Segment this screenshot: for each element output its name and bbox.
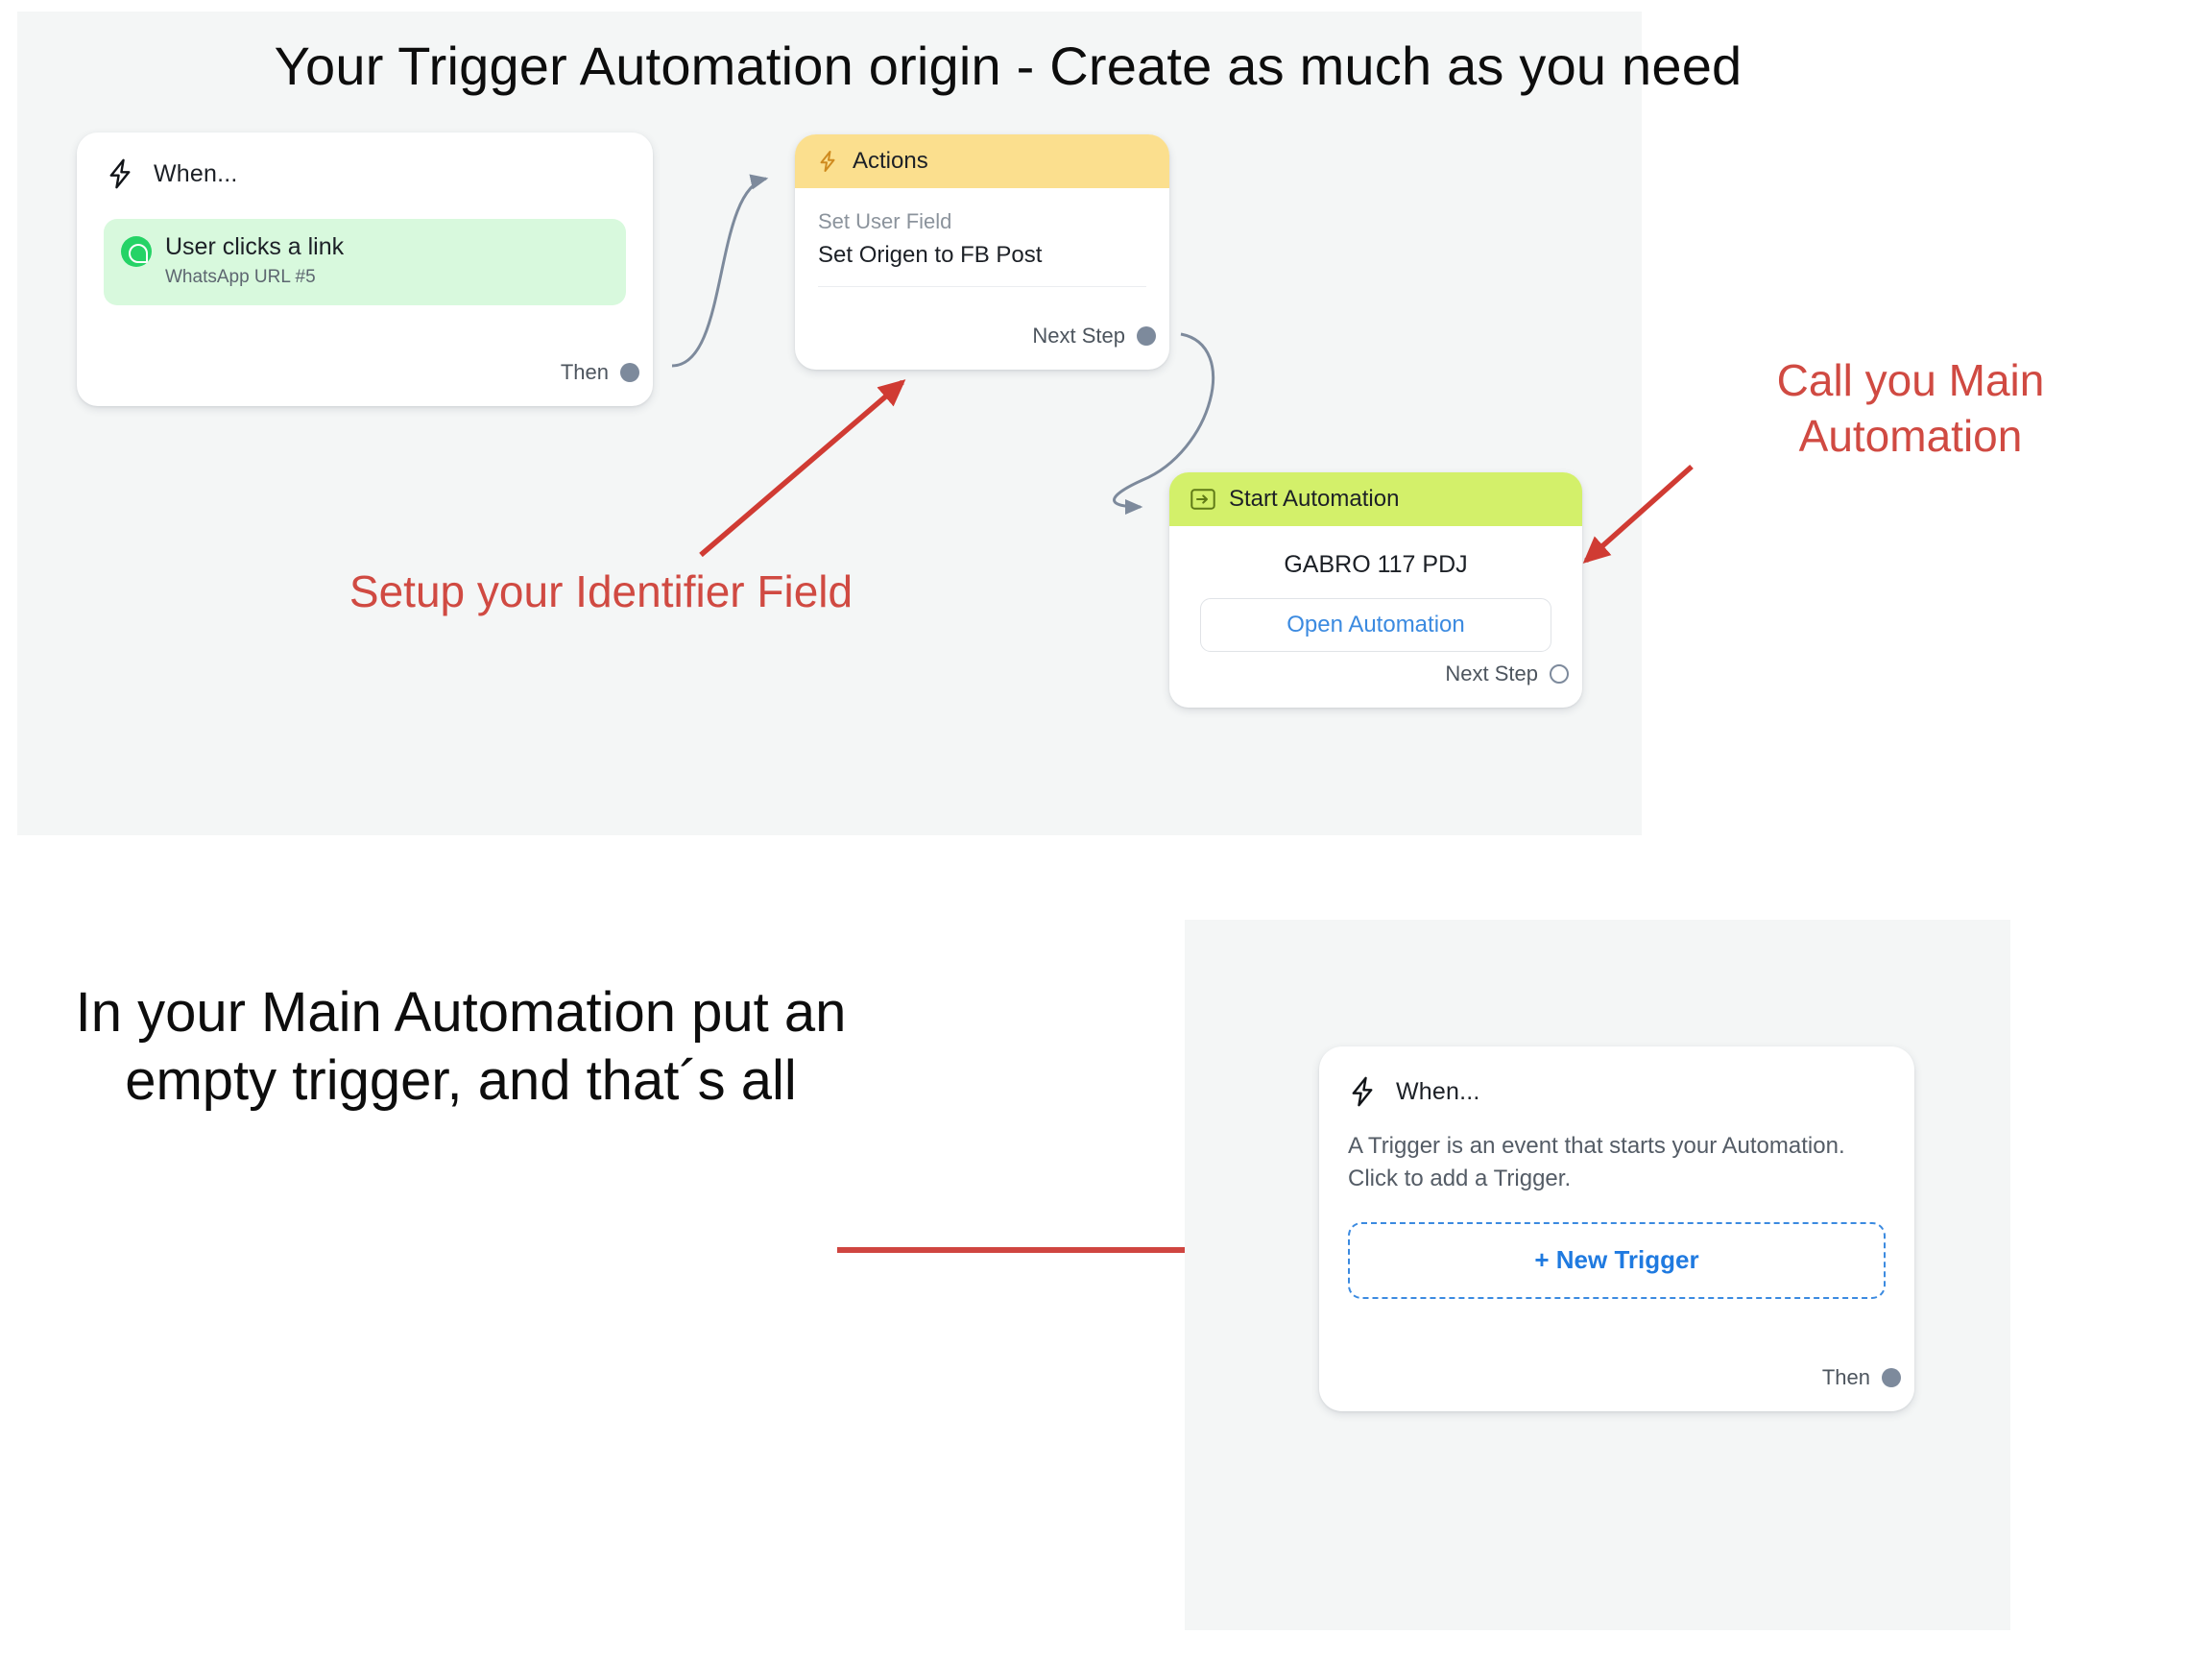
new-trigger-button[interactable]: + New Trigger	[1348, 1221, 1886, 1299]
card-header: When...	[1319, 1046, 1914, 1114]
then-port[interactable]: Then	[561, 360, 639, 385]
trigger-when-card[interactable]: When... User clicks a link WhatsApp URL …	[77, 132, 653, 406]
start-automation-title: Start Automation	[1229, 486, 1400, 512]
automation-name: GABRO 117 PDJ	[1284, 551, 1468, 578]
empty-trigger-when-card[interactable]: When... A Trigger is an event that start…	[1319, 1046, 1914, 1411]
trigger-chip[interactable]: User clicks a link WhatsApp URL #5	[104, 219, 626, 305]
annotation-call-main: Call you Main Automation	[1776, 355, 2045, 461]
trigger-chip-title: User clicks a link	[165, 233, 345, 260]
lightning-bolt-icon	[109, 158, 131, 189]
next-step-port-label: Next Step	[1445, 661, 1538, 685]
next-step-port[interactable]: Next Step	[1032, 324, 1156, 349]
lightning-bolt-icon	[820, 151, 835, 172]
annotation-identifier: Setup your Identifier Field	[349, 566, 854, 616]
open-automation-button[interactable]: Open Automation	[1200, 598, 1551, 652]
actions-card[interactable]: Actions Set User Field Set Origen to FB …	[795, 134, 1169, 370]
start-automation-header: Start Automation	[1169, 472, 1582, 526]
whatsapp-icon	[121, 236, 152, 267]
start-automation-card[interactable]: Start Automation GABRO 117 PDJ Open Auto…	[1169, 472, 1582, 708]
next-step-port-dot[interactable]	[1137, 326, 1156, 346]
next-step-port[interactable]: Next Step	[1445, 661, 1569, 686]
trigger-chip-subtitle: WhatsApp URL #5	[165, 267, 316, 287]
then-port[interactable]: Then	[1822, 1365, 1901, 1390]
when-card-title: When...	[1396, 1077, 1480, 1105]
trigger-description-line2: Click to add a Trigger.	[1348, 1166, 1572, 1192]
divider	[818, 286, 1146, 288]
actions-card-title: Actions	[853, 148, 928, 174]
then-port-dot[interactable]	[620, 363, 639, 382]
page-title: Your Trigger Automation origin - Create …	[274, 36, 1743, 96]
next-step-port-dot[interactable]	[1550, 664, 1569, 684]
then-port-dot[interactable]	[1882, 1368, 1901, 1387]
actions-card-header: Actions	[795, 134, 1169, 188]
when-card-title: When...	[154, 159, 238, 187]
then-port-label: Then	[560, 360, 609, 384]
main-automation-note: In your Main Automation put an empty tri…	[75, 981, 847, 1112]
action-value: Set Origen to FB Post	[818, 242, 1043, 269]
card-header: When...	[77, 132, 653, 196]
next-step-port-label: Next Step	[1032, 324, 1125, 348]
then-port-label: Then	[1821, 1365, 1870, 1389]
enter-arrow-icon	[1190, 489, 1215, 510]
lightning-bolt-icon	[1352, 1076, 1373, 1107]
trigger-description-line1: A Trigger is an event that starts your A…	[1348, 1133, 1845, 1159]
action-kind: Set User Field	[818, 209, 952, 233]
actions-card-body: Set User Field Set Origen to FB Post	[795, 188, 1169, 288]
